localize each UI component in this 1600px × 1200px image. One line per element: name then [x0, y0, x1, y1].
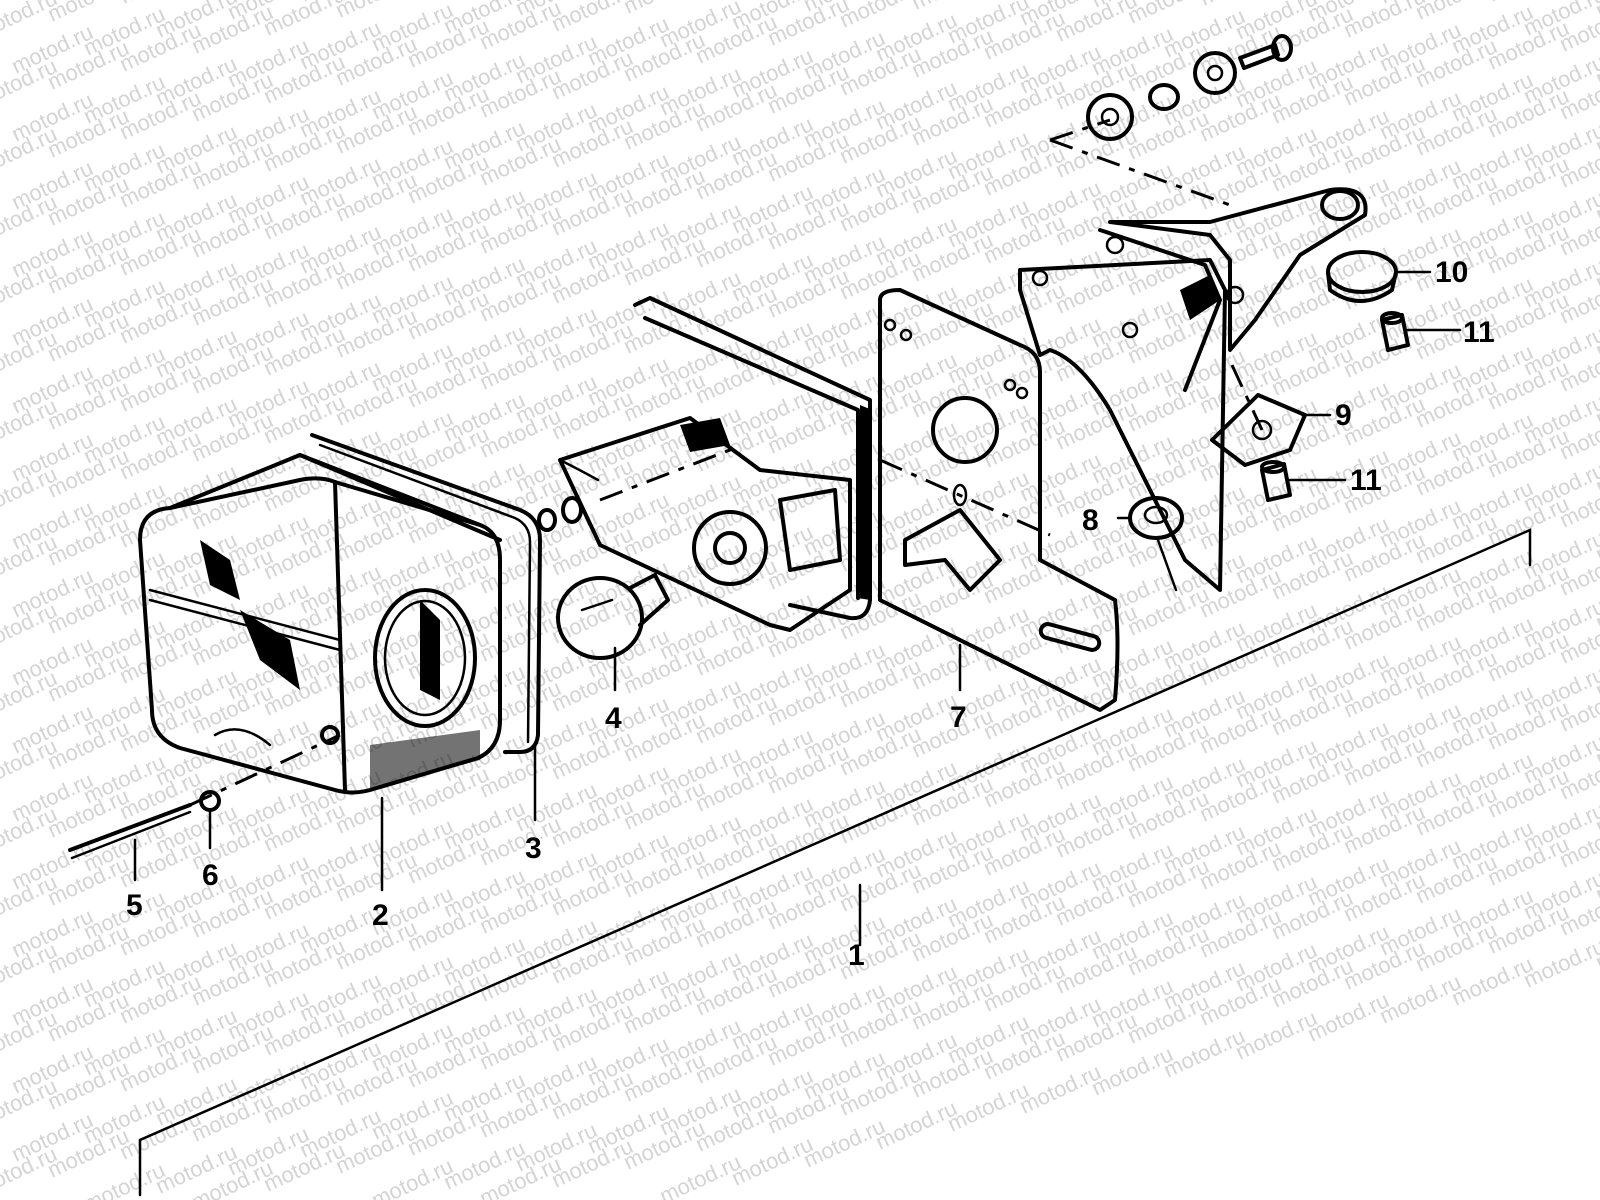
callout-labels: 1 2 3 4 5 6 7 8 9 10 11 11 [126, 256, 1495, 972]
watermark-text: motod.ru [1376, 969, 1465, 1028]
watermark-text: motod.ru [1160, 1023, 1249, 1082]
callout-2: 2 [372, 899, 389, 932]
watermark-text: motod.ru [1592, 0, 1600, 23]
screw [68, 803, 192, 860]
top-hanger [1105, 187, 1368, 352]
callout-5: 5 [126, 889, 143, 922]
bulb-socket [558, 416, 852, 632]
assembly-axes [189, 118, 1264, 807]
callout-11-upper: 11 [1463, 316, 1495, 349]
bulb [556, 573, 670, 660]
watermark-text: motod.ru [1304, 987, 1393, 1046]
watermark-text: motod.ru [1448, 951, 1537, 1010]
callout-3: 3 [525, 832, 542, 865]
leader-lines [133, 270, 1462, 892]
callout-1: 1 [848, 939, 865, 972]
watermark-text: motod.ru [1088, 1041, 1177, 1100]
callout-11-lower: 11 [1350, 464, 1382, 497]
watermark-text: motod.ru [800, 1113, 889, 1172]
callout-8: 8 [1082, 504, 1099, 537]
gasket [310, 433, 542, 754]
lamp-housing [138, 453, 502, 795]
callout-9: 9 [1335, 399, 1352, 432]
rubber-cap [1326, 250, 1398, 303]
watermark-text: motod.ru [872, 1095, 961, 1154]
watermark-text: motod.ru [944, 1077, 1033, 1136]
watermark-text: motod.ru [728, 1131, 817, 1190]
clip-nut [1210, 393, 1307, 467]
callout-6: 6 [202, 859, 219, 892]
callout-7: 7 [950, 701, 967, 734]
spacer-collars [1260, 311, 1410, 502]
rear-body-frame [633, 296, 872, 621]
top-hardware [1086, 34, 1293, 141]
watermark-text: motod.ru [1016, 1059, 1105, 1118]
assembly-bracket [138, 528, 1532, 1197]
mounting-plate [878, 288, 1120, 712]
watermark-text: motod.ru [1232, 1005, 1321, 1064]
callout-10: 10 [1435, 256, 1468, 289]
callout-4: 4 [605, 702, 622, 735]
